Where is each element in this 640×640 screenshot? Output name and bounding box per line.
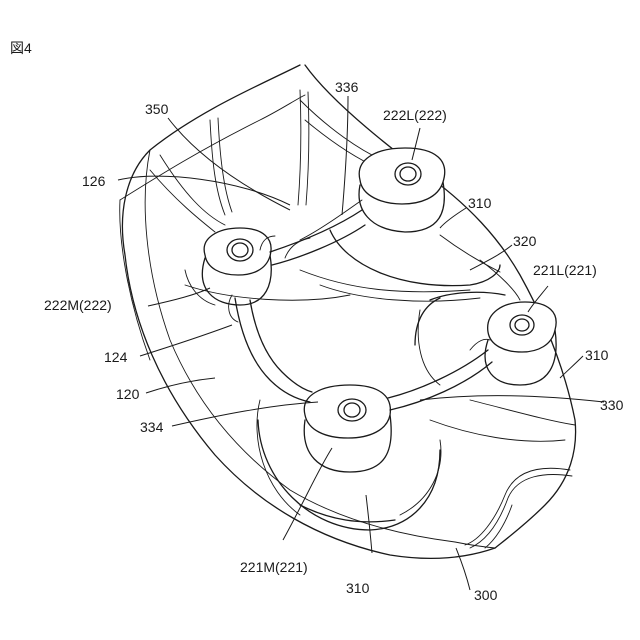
label-222L: 222L(222) [383,107,447,123]
label-120: 120 [116,386,140,402]
cone-bases [258,230,505,530]
label-330: 330 [600,397,624,413]
label-126: 126 [82,173,106,189]
ribs [229,200,492,410]
label-310-right: 310 [585,347,609,363]
label-222M: 222M(222) [44,297,112,313]
label-336: 336 [335,79,359,95]
label-221L: 221L(221) [533,262,597,278]
label-310-bottom: 310 [346,580,370,596]
label-310-upper: 310 [468,195,492,211]
stud-222L [359,148,445,232]
stud-222M [185,228,271,305]
label-334: 334 [140,419,164,435]
stud-221L [485,302,556,385]
label-350: 350 [145,101,169,117]
label-320: 320 [513,233,537,249]
stud-221M [304,385,391,472]
plate-contours [150,90,575,515]
label-300: 300 [474,587,498,603]
label-221M: 221M(221) [240,559,308,575]
label-124: 124 [104,349,128,365]
